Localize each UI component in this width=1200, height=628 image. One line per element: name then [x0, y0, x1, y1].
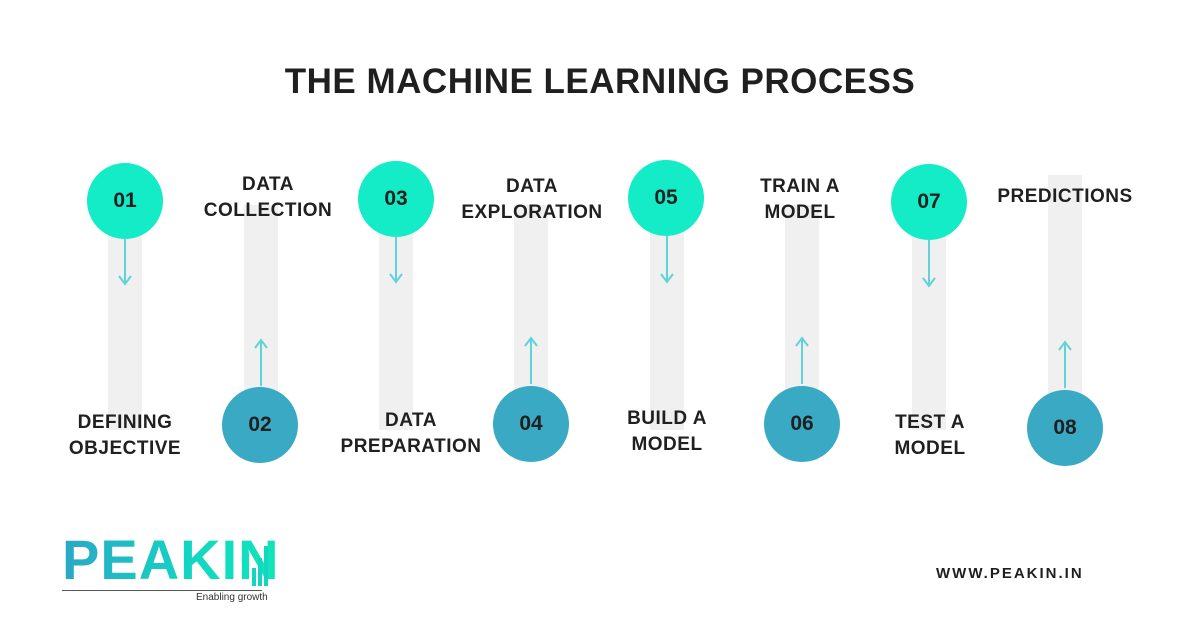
up-arrow-icon	[1058, 340, 1072, 388]
step-05-label-line1: BUILD A	[627, 408, 707, 429]
step-02-label-line2: COLLECTION	[203, 200, 333, 221]
step-04-label: DATA EXPLORATION	[447, 174, 617, 226]
step-07-label-line1: TEST A	[895, 412, 965, 433]
step-03-label: DATA PREPARATION	[326, 408, 496, 460]
growth-bars-icon	[252, 546, 268, 586]
step-03-circle: 03	[358, 161, 434, 237]
step-06-label: TRAIN A MODEL	[715, 174, 885, 226]
step-04-circle: 04	[493, 386, 569, 462]
logo-underline	[62, 590, 262, 591]
down-arrow-icon	[660, 236, 674, 284]
step-06-label-line2: MODEL	[764, 202, 836, 223]
logo-tagline: Enabling growth	[196, 592, 268, 603]
step-07-label-line2: MODEL	[894, 438, 966, 459]
step-08-circle: 08	[1027, 390, 1103, 466]
down-arrow-icon	[922, 240, 936, 288]
peakin-logo: PEAKIN Enabling growth	[62, 530, 279, 606]
step-05-label-line2: MODEL	[631, 434, 703, 455]
up-arrow-icon	[254, 338, 268, 386]
step-01-label-line1: DEFINING	[77, 412, 173, 433]
step-07-label: TEST A MODEL	[845, 410, 1015, 462]
website-link[interactable]: WWW.PEAKIN.IN	[936, 565, 1084, 582]
step-02-circle: 02	[222, 387, 298, 463]
step-01-label-line2: OBJECTIVE	[68, 438, 182, 459]
step-05-label: BUILD A MODEL	[582, 406, 752, 458]
step-01-label: DEFINING OBJECTIVE	[40, 410, 210, 462]
up-arrow-icon	[795, 336, 809, 384]
step-03-label-line2: PREPARATION	[340, 436, 482, 457]
page-title: THE MACHINE LEARNING PROCESS	[284, 62, 916, 101]
step-05-circle: 05	[628, 160, 704, 236]
step-07-circle: 07	[891, 164, 967, 240]
step-01-circle: 01	[87, 163, 163, 239]
step-06-circle: 06	[764, 386, 840, 462]
down-arrow-icon	[389, 236, 403, 284]
logo-wordmark: PEAKIN	[62, 528, 280, 591]
step-06-label-line1: TRAIN A	[760, 176, 840, 197]
step-04-label-line2: EXPLORATION	[461, 202, 603, 223]
step-03-label-line1: DATA	[385, 410, 437, 431]
step-08-label: PREDICTIONS	[980, 184, 1150, 210]
step-04-label-line1: DATA	[506, 176, 558, 197]
down-arrow-icon	[118, 238, 132, 286]
up-arrow-icon	[524, 336, 538, 384]
step-08-label-line1: PREDICTIONS	[997, 186, 1133, 207]
step-02-label-line1: DATA	[242, 174, 294, 195]
step-02-label: DATA COLLECTION	[183, 172, 353, 224]
